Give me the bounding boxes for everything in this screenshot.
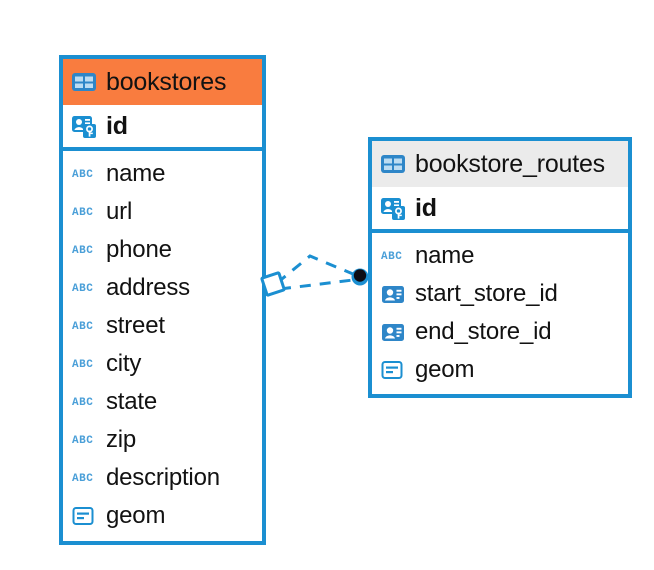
svg-text:ABC: ABC: [381, 251, 402, 263]
table-grid-icon: [380, 151, 406, 177]
column-row-description[interactable]: ABC description: [63, 459, 262, 497]
column-label: start_store_id: [415, 280, 558, 307]
text-type-icon: ABC: [71, 389, 97, 415]
primary-key-label: id: [415, 193, 437, 222]
svg-text:ABC: ABC: [72, 321, 93, 333]
text-type-icon: ABC: [71, 351, 97, 377]
column-row-geom[interactable]: geom: [372, 351, 628, 389]
column-label: name: [415, 242, 475, 269]
entity-title-label: bookstores: [106, 67, 227, 96]
column-row-city[interactable]: ABC city: [63, 345, 262, 383]
column-list-bookstore-routes: ABC name start_store_id: [372, 233, 628, 394]
svg-text:ABC: ABC: [72, 207, 93, 219]
column-row-street[interactable]: ABC street: [63, 307, 262, 345]
relationship-line-upper: [276, 254, 354, 285]
primary-key-icon: [380, 195, 406, 221]
foreign-key-icon: [380, 319, 406, 345]
geometry-type-icon: [71, 503, 97, 529]
column-row-url[interactable]: ABC url: [63, 193, 262, 231]
column-row-phone[interactable]: ABC phone: [63, 231, 262, 269]
column-label: phone: [106, 236, 172, 263]
text-type-icon: ABC: [71, 237, 97, 263]
filled-dot-marker: [351, 268, 369, 286]
column-label: end_store_id: [415, 318, 552, 345]
text-type-icon: ABC: [380, 243, 406, 269]
svg-text:ABC: ABC: [72, 473, 93, 485]
primary-key-icon: [71, 113, 97, 139]
text-type-icon: ABC: [71, 427, 97, 453]
svg-text:ABC: ABC: [72, 169, 93, 181]
svg-text:ABC: ABC: [72, 397, 93, 409]
foreign-key-icon: [380, 281, 406, 307]
svg-text:ABC: ABC: [72, 359, 93, 371]
column-row-address[interactable]: ABC address: [63, 269, 262, 307]
text-type-icon: ABC: [71, 161, 97, 187]
svg-text:ABC: ABC: [72, 245, 93, 257]
column-label: address: [106, 274, 190, 301]
column-row-geom[interactable]: geom: [63, 497, 262, 535]
column-row-primary-key[interactable]: id: [372, 187, 628, 233]
primary-key-label: id: [106, 111, 128, 140]
entity-table-bookstore-routes[interactable]: bookstore_routes id: [368, 137, 632, 398]
entity-header-bookstores[interactable]: bookstores: [63, 59, 262, 105]
column-label: street: [106, 312, 165, 339]
column-label: name: [106, 160, 166, 187]
column-label: state: [106, 388, 158, 415]
svg-text:ABC: ABC: [72, 435, 93, 447]
column-row-end-store-id[interactable]: end_store_id: [372, 313, 628, 351]
entity-table-bookstores[interactable]: bookstores id: [59, 55, 266, 545]
svg-text:ABC: ABC: [72, 283, 93, 295]
relationship-line-lower: [279, 278, 354, 291]
text-type-icon: ABC: [71, 465, 97, 491]
column-row-state[interactable]: ABC state: [63, 383, 262, 421]
text-type-icon: ABC: [71, 275, 97, 301]
text-type-icon: ABC: [71, 313, 97, 339]
column-list-bookstores: ABC name ABC url ABC p: [63, 151, 262, 541]
column-label: url: [106, 198, 133, 225]
column-label: description: [106, 464, 220, 491]
column-row-start-store-id[interactable]: start_store_id: [372, 275, 628, 313]
column-label: geom: [415, 356, 475, 383]
entity-title-label: bookstore_routes: [415, 149, 605, 178]
text-type-icon: ABC: [71, 199, 97, 225]
geometry-type-icon: [380, 357, 406, 383]
column-row-primary-key[interactable]: id: [63, 105, 262, 151]
column-row-zip[interactable]: ABC zip: [63, 421, 262, 459]
column-row-name[interactable]: ABC name: [63, 155, 262, 193]
column-label: city: [106, 350, 142, 377]
table-grid-icon: [71, 69, 97, 95]
column-row-name[interactable]: ABC name: [372, 237, 628, 275]
entity-header-bookstore-routes[interactable]: bookstore_routes: [372, 141, 628, 187]
column-label: zip: [106, 426, 137, 453]
column-label: geom: [106, 502, 166, 529]
